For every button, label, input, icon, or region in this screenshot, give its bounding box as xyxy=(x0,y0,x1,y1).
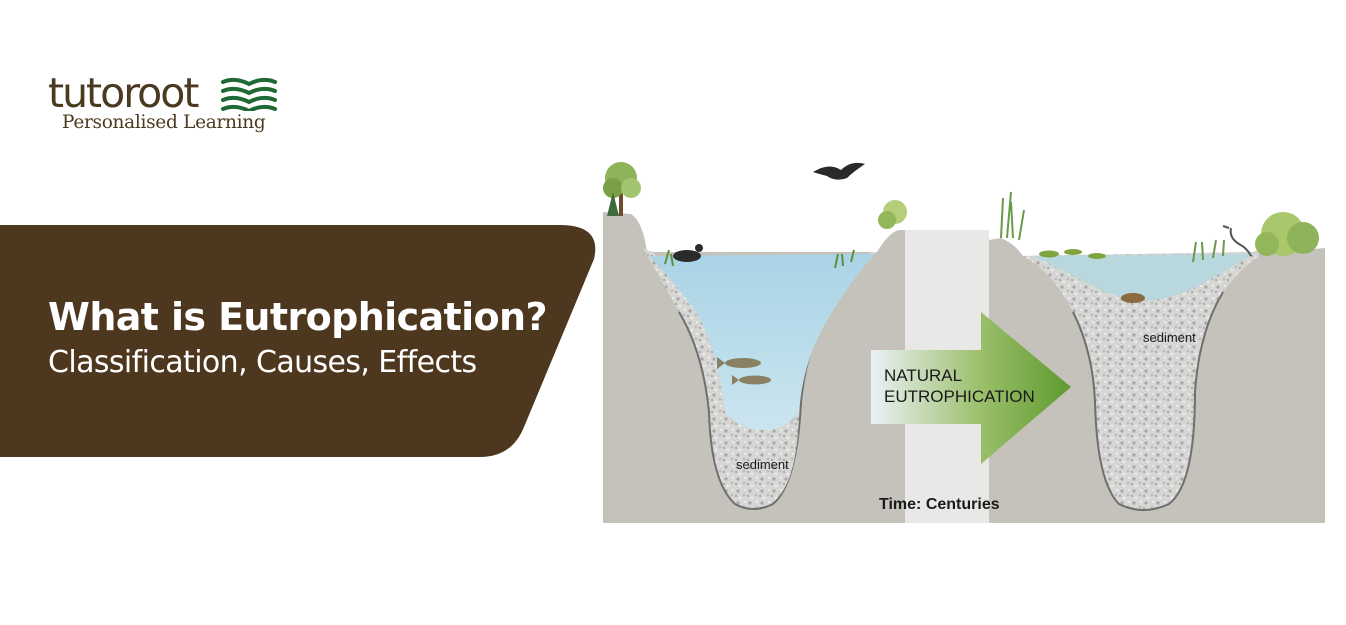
arrow-shape xyxy=(871,312,1071,464)
tutoroot-logo[interactable]: tutoroot Personalised Learning xyxy=(48,70,288,142)
page-title: What is Eutrophication? xyxy=(48,295,548,339)
bird-icon xyxy=(813,162,865,180)
left-water xyxy=(649,254,875,431)
shrub-right xyxy=(1255,212,1319,256)
logo-tagline: Personalised Learning xyxy=(62,112,266,133)
turtle-icon xyxy=(1121,293,1145,303)
shrub-left-shore xyxy=(878,200,907,229)
tree-left xyxy=(603,162,641,216)
right-water xyxy=(1033,254,1253,301)
lily-pads xyxy=(1039,249,1106,259)
arrow-text-line1: NATURAL xyxy=(884,366,962,385)
duck-icon xyxy=(673,244,703,262)
banner-text: What is Eutrophication? Classification, … xyxy=(48,293,548,385)
heron-icon xyxy=(1222,225,1252,257)
page-subtitle: Classification, Causes, Effects xyxy=(48,345,477,380)
right-sediment-label: sediment xyxy=(1143,330,1196,345)
eutrophication-diagram: NATURAL EUTROPHICATION sediment sediment… xyxy=(603,152,1325,523)
fish-icon xyxy=(717,357,771,385)
reeds-right xyxy=(1000,191,1225,263)
arrow-text-line2: EUTROPHICATION xyxy=(884,387,1035,406)
logo-wordmark: tutoroot xyxy=(48,69,199,117)
open-book-icon xyxy=(221,77,277,111)
right-sediment xyxy=(1023,252,1267,510)
title-banner xyxy=(0,225,596,457)
time-label: Time: Centuries xyxy=(879,496,1000,513)
left-sediment-label: sediment xyxy=(736,457,789,472)
